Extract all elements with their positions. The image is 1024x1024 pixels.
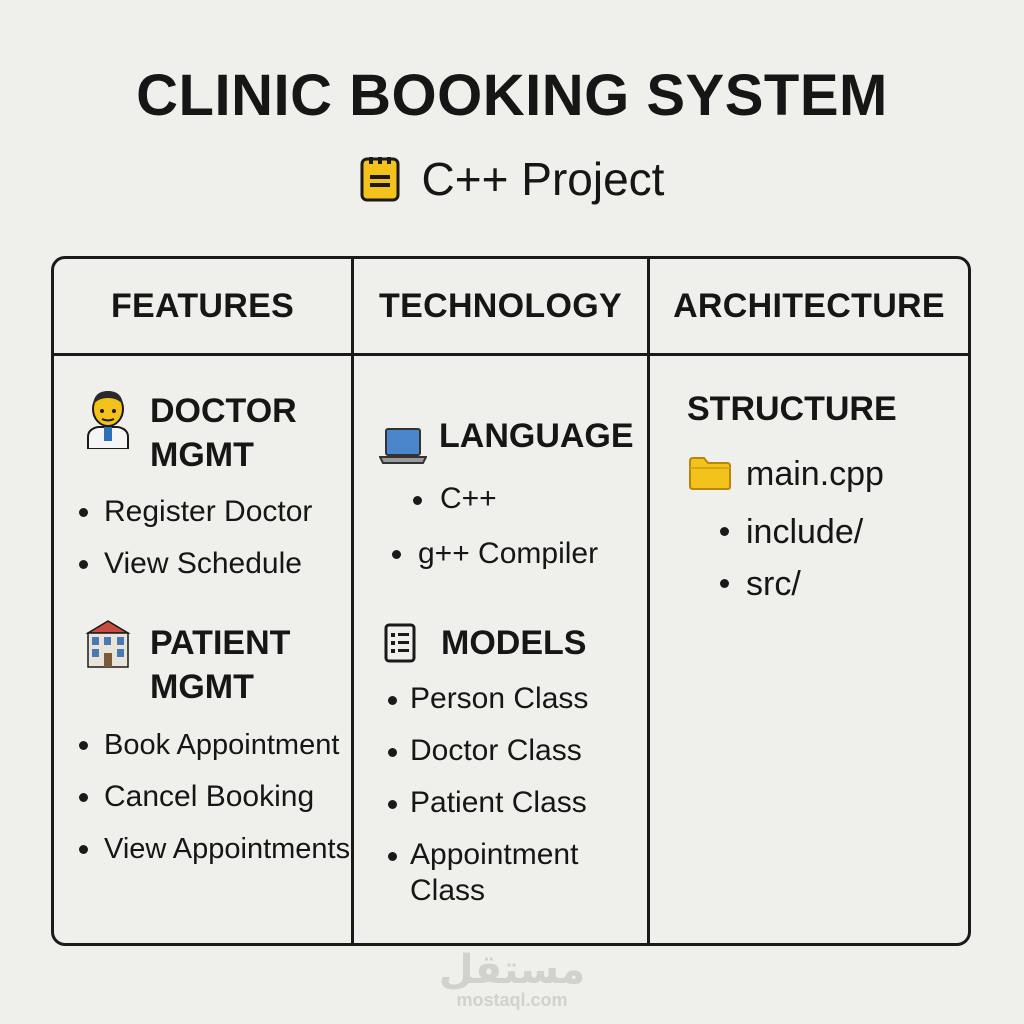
tech-cpp: C++ [440,482,497,515]
patient-mgmt-heading-line2: MGMT [150,668,254,706]
project-table: FEATURES TECHNOLOGY ARCHITECTURE DOCTOR … [51,256,971,946]
notebook-icon [360,157,400,202]
folder-icon [689,457,731,490]
structure-heading: STRUCTURE [687,390,897,428]
subtitle-text: C++ Project [421,153,665,205]
page-title: CLINIC BOOKING SYSTEM [136,63,888,128]
doctor-mgmt-heading-line2: MGMT [150,436,254,474]
dir-include: include/ [746,513,864,551]
column-header-technology: TECHNOLOGY [379,286,622,325]
bullet-icon [388,696,397,705]
bullet-icon [392,550,401,559]
file-main-cpp: main.cpp [746,455,884,493]
doctor-icon [87,391,129,449]
doctor-mgmt-heading-line1: DOCTOR [150,392,297,430]
feature-register-doctor: Register Doctor [104,495,313,528]
bullet-icon [79,741,88,750]
list-icon [384,623,416,663]
bullet-icon [79,508,88,517]
feature-view-appointments: View Appointments [104,833,351,865]
header-divider [54,353,968,356]
hospital-icon [85,620,131,668]
watermark-arabic: مستقل [438,948,586,992]
language-heading: LANGUAGE [439,417,634,455]
bullet-icon [79,845,88,854]
feature-book-appointment: Book Appointment [104,729,340,761]
column-divider [351,259,354,943]
bullet-icon [388,748,397,757]
bullet-icon [79,560,88,569]
column-header-features: FEATURES [110,286,295,325]
tech-gpp-compiler: g++ Compiler [418,537,599,570]
model-patient-class: Patient Class [410,786,587,819]
bullet-icon [413,496,422,505]
column-divider [647,259,650,943]
model-doctor-class: Doctor Class [410,734,582,767]
watermark-url: mostaql.com [456,990,568,1010]
page-subtitle: C++ Project [0,152,1024,206]
laptop-icon [379,428,427,464]
bullet-icon [388,800,397,809]
bullet-icon [720,579,729,588]
watermark: مستقل mostaql.com [0,950,1024,1010]
column-header-architecture: ARCHITECTURE [673,286,945,325]
dir-src: src/ [746,565,801,603]
model-appointment-class-line1: Appointment [410,838,579,871]
feature-cancel-booking: Cancel Booking [104,780,315,813]
patient-mgmt-heading-line1: PATIENT [150,624,291,662]
bullet-icon [388,852,397,861]
models-heading: MODELS [441,624,587,662]
model-appointment-class-line2: Class [410,874,486,907]
model-person-class: Person Class [410,682,589,715]
bullet-icon [79,793,88,802]
feature-view-schedule: View Schedule [104,547,302,580]
bullet-icon [720,527,729,536]
